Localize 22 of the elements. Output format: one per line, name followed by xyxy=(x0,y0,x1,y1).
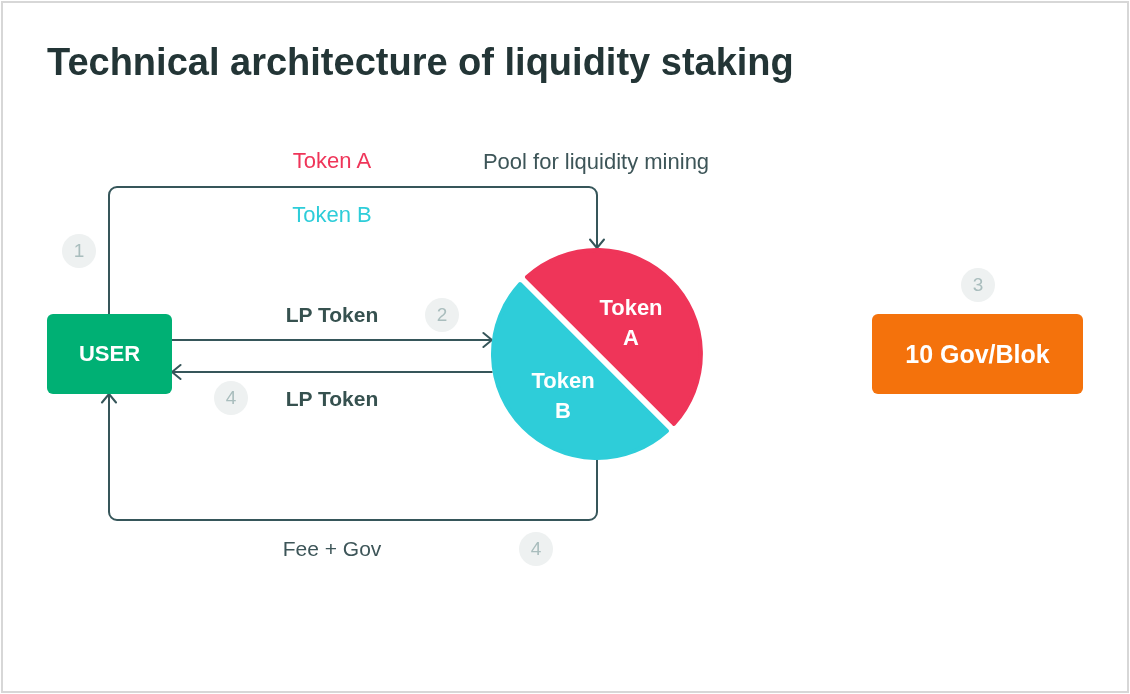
edge-label: LP Token xyxy=(285,386,379,412)
edge-label: Fee + Gov xyxy=(282,536,382,562)
diagram-title: Technical architecture of liquidity staking xyxy=(47,40,794,84)
callout-number: 4 xyxy=(519,532,553,566)
pool-segment xyxy=(525,248,703,426)
callout-number: 3 xyxy=(961,268,995,302)
callout-number: 4 xyxy=(214,381,248,415)
process-box xyxy=(47,314,172,394)
arrow xyxy=(101,393,598,521)
segment-label: Token B xyxy=(530,367,596,425)
callout-number: 1 xyxy=(62,234,96,268)
pool-segment xyxy=(491,282,669,460)
arrow xyxy=(171,332,493,348)
segment-label: Token A xyxy=(598,294,664,352)
callout-number: 2 xyxy=(425,298,459,332)
box-label: USER xyxy=(78,341,141,367)
box-label: 10 Gov/Blok xyxy=(905,339,1050,369)
arrow xyxy=(171,364,494,380)
flow-label: Token B xyxy=(292,201,372,229)
edge-label: LP Token xyxy=(285,302,379,328)
caption-label: Pool for liquidity mining xyxy=(482,148,710,176)
process-box xyxy=(872,314,1083,394)
